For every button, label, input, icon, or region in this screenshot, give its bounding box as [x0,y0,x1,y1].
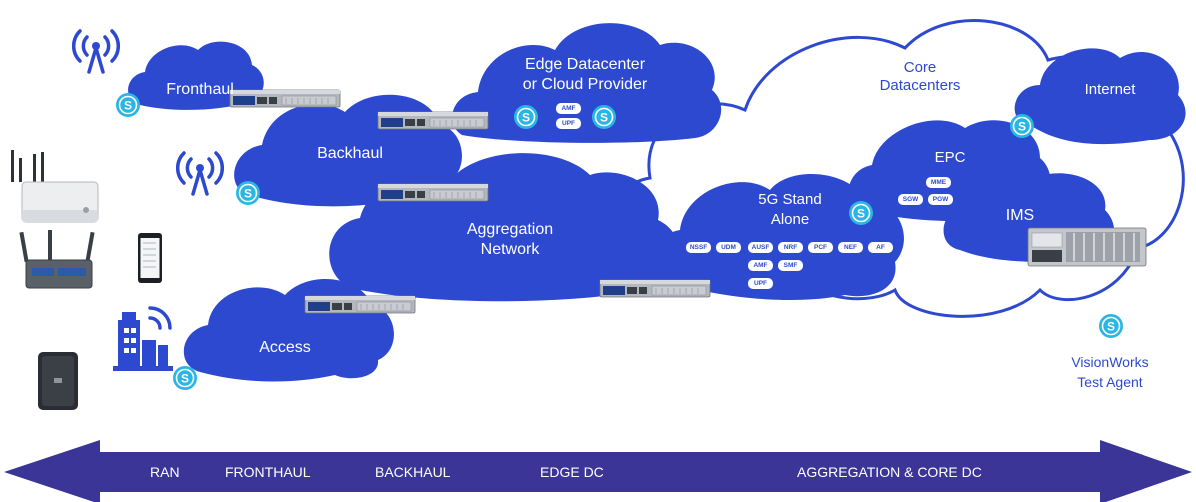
nf-chip-nef: NEF [838,242,863,253]
aggregation-label-line1: Aggregation [466,221,554,238]
nf-chip-upf: UPF [556,118,581,129]
axis-label-ran: RAN [150,464,180,480]
nf-chip-ausf: AUSF [748,242,773,253]
access-label: Access [259,339,311,356]
test-agent-icon [591,104,617,130]
sa-cloud [653,173,904,300]
phone-icon [138,233,162,283]
ims-server-icon [1027,227,1147,267]
access-point-icon [38,352,78,410]
nf-chip-af: AF [868,242,893,253]
nf-chip-upf: UPF [748,278,773,289]
access-cloud [183,278,394,382]
fronthaul-label: Fronthaul [166,81,234,98]
internet-cloud [1014,48,1186,145]
axis-label-fronthaul: FRONTHAUL [225,464,311,480]
agent-legend-line1: VisionWorks [1071,354,1149,370]
router-icon [19,230,95,289]
building-icon [113,306,173,371]
backhaul-label: Backhaul [317,145,383,162]
nf-chip-sgw: SGW [898,194,923,205]
ims-label: IMS [1005,207,1035,224]
epc-label: EPC [934,149,966,166]
nf-chip-amf: AMF [748,260,773,271]
nf-chip-smf: SMF [778,260,803,271]
nf-chip-nrf: NRF [778,242,803,253]
nf-chip-mme: MME [926,177,951,188]
nf-chip-udm: UDM [716,242,741,253]
axis-label-backhaul: BACKHAUL [375,464,451,480]
sa-label-line1: 5G Stand [758,191,822,208]
test-agent-icon [1009,113,1035,139]
test-agent-icon [513,104,539,130]
aggregation-label-line2: Network [480,241,540,258]
server-icon [377,111,489,130]
router-icon [11,150,99,223]
internet-label: Internet [1084,81,1136,98]
edge-datacenter-label-line2: or Cloud Provider [522,76,648,93]
core-datacenters-label-line1: Core [903,59,937,76]
test-agent-icon [115,92,141,118]
nf-chip-pcf: PCF [808,242,833,253]
nf-chip-nssf: NSSF [686,242,711,253]
test-agent-icon [848,200,874,226]
network-span-arrow [4,440,1192,502]
agent-legend-line2: Test Agent [1077,374,1143,390]
sa-label-line2: Alone [770,211,810,228]
server-icon [599,279,711,298]
test-agent-icon [235,180,261,206]
antenna-icon [71,29,121,74]
test-agent-icon [172,365,198,391]
server-icon [304,295,416,314]
edge-datacenter-label-line1: Edge Datacenter [524,56,646,73]
nf-chip-amf: AMF [556,103,581,114]
axis-label-edge-dc: EDGE DC [540,464,604,480]
antenna-icon [175,151,225,196]
axis-label-aggregation-core: AGGREGATION & CORE DC [797,464,982,480]
test-agent-legend-icon [1098,313,1124,339]
server-icon [377,183,489,202]
nf-chip-pgw: PGW [928,194,953,205]
core-datacenters-label-line2: Datacenters [879,77,961,94]
